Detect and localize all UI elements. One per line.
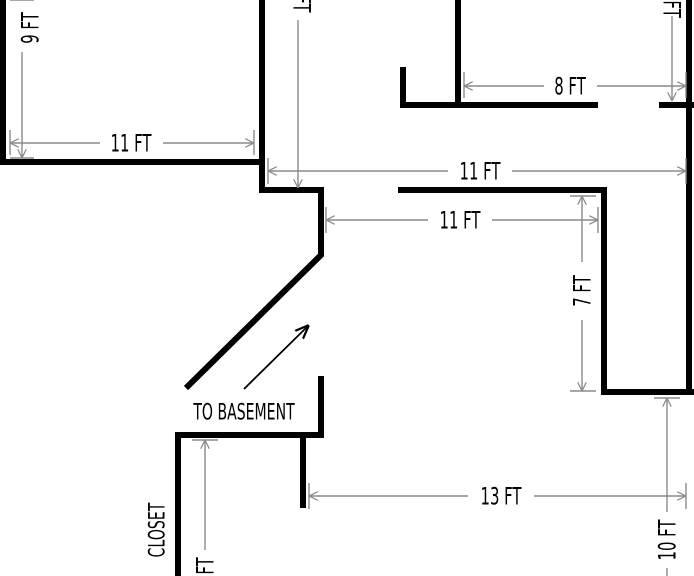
wall-hall-west [183, 162, 324, 391]
dimension-lines [9, 0, 687, 576]
label-hall-width-upper: 11 FT [459, 157, 501, 186]
label-closet-partial: FT [191, 557, 220, 575]
wall-stair-landing [175, 376, 324, 576]
wall-upper-room [400, 67, 598, 108]
label-upper-right-partial: 8 FT [658, 0, 687, 18]
label-closet: CLOSET [145, 502, 170, 557]
stairs-arrow [243, 326, 308, 390]
label-hall-width-lower: 11 FT [439, 206, 481, 235]
label-stairs: TO BASEMENT [193, 400, 296, 425]
label-lower-room-width: 13 FT [480, 482, 522, 511]
label-left-room-width: 11 FT [110, 129, 152, 158]
dimension-labels: 9 FT 11 FT 10 FT 8 FT 8 FT 11 FT 11 FT 7… [16, 0, 687, 575]
wall-notch [398, 187, 694, 395]
label-notch-height: 7 FT [568, 275, 597, 307]
label-upper-room-width: 8 FT [554, 72, 586, 101]
wall-left-room [0, 0, 265, 165]
label-hall-vertical: 10 FT [288, 0, 317, 13]
label-lower-right-height: 10 FT [653, 519, 682, 561]
label-left-room-height: 9 FT [16, 12, 45, 44]
